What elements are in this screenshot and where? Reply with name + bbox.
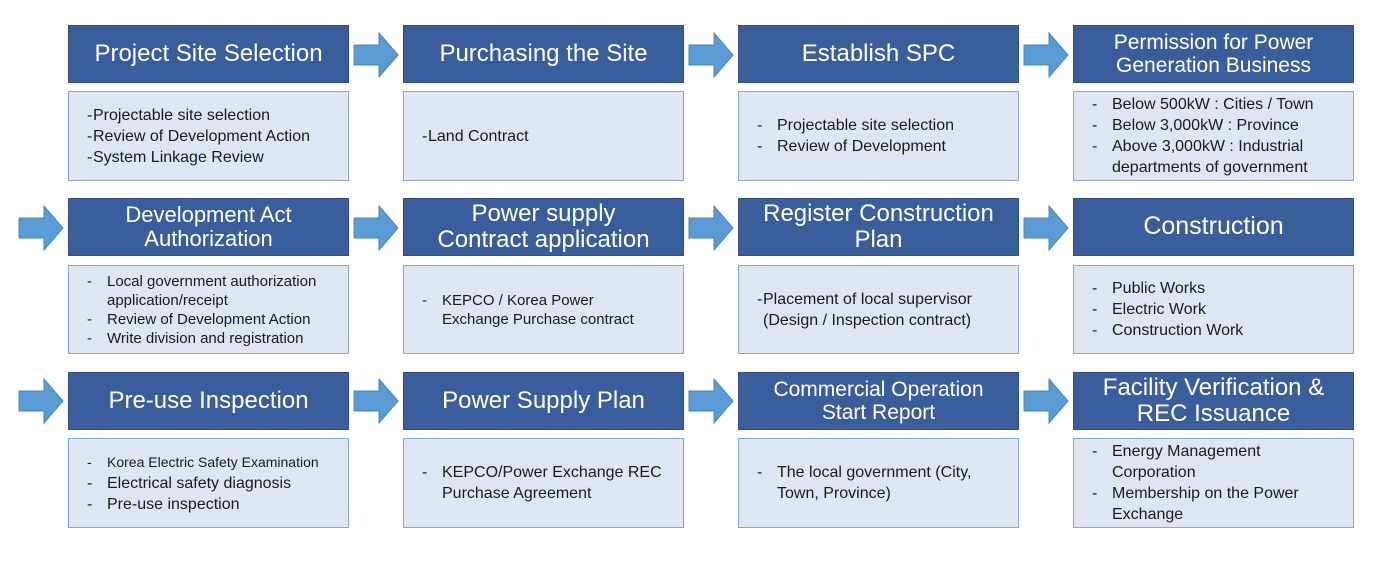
flow-arrow-icon: [1023, 204, 1069, 252]
step-5-details: -Local government authorization applicat…: [68, 265, 349, 354]
list-item: -Projectable site selection: [757, 117, 954, 134]
list-item: -Construction Work: [1092, 322, 1244, 339]
list-item: -Korea Electric Safety Examination: [87, 453, 319, 470]
list-item: -Electrical safety diagnosis: [87, 474, 292, 492]
step-1-title: Project Site Selection: [68, 25, 349, 83]
step-11-title: Commercial Operation Start Report: [738, 372, 1019, 430]
flow-arrow-icon: [353, 31, 399, 79]
step-7-title: Register Construction Plan: [738, 198, 1019, 256]
list-item: -Public Works: [1092, 280, 1206, 297]
step-2-title: Purchasing the Site: [403, 25, 684, 83]
step-8-title: Construction: [1073, 198, 1354, 256]
step-9-details: -Korea Electric Safety Examination -Elec…: [68, 438, 349, 528]
flow-arrow-icon: [353, 204, 399, 252]
step-5-title: Development Act Authorization: [68, 198, 349, 256]
list-item: -System Linkage Review: [87, 148, 264, 166]
list-item: -Local government authorization applicat…: [87, 272, 317, 309]
flow-arrow-icon: [1023, 31, 1069, 79]
list-item: -Review of Development: [757, 138, 946, 155]
step-1-details: -Projectable site selection -Review of D…: [68, 91, 349, 181]
step-8-details: -Public Works -Electric Work -Constructi…: [1073, 265, 1354, 354]
list-item: -KEPCO/Power Exchange REC Purchase Agree…: [422, 464, 662, 502]
list-item: -Review of Development Action: [87, 310, 311, 328]
list-item: -Electric Work: [1092, 301, 1206, 318]
list-item: -Energy Management Corporation: [1092, 443, 1261, 481]
list-item: -Review of Development Action: [87, 127, 310, 145]
flow-arrow-icon: [1023, 377, 1069, 425]
flow-arrow-icon: [353, 377, 399, 425]
step-4-title: Permission for Power Generation Business: [1073, 25, 1354, 83]
step-6-title: Power supply Contract application: [403, 198, 684, 256]
step-11-details: -The local government (City, Town, Provi…: [738, 438, 1019, 528]
list-item: -The local government (City, Town, Provi…: [757, 464, 972, 502]
step-7-details: -Placement of local supervisor (Design /…: [738, 265, 1019, 354]
list-item: -Placement of local supervisor (Design /…: [757, 290, 972, 329]
step-4-details: -Below 500kW : Cities / Town -Below 3,00…: [1073, 91, 1354, 181]
list-item: -Membership on the Power Exchange: [1092, 485, 1299, 523]
list-item: -Write division and registration: [87, 329, 304, 347]
flow-arrow-icon: [18, 204, 64, 252]
list-item: -KEPCO / Korea Power Exchange Purchase c…: [422, 291, 634, 328]
list-item: -Above 3,000kW : Industrial departments …: [1092, 138, 1308, 176]
flow-arrow-icon: [688, 204, 734, 252]
step-3-details: -Projectable site selection -Review of D…: [738, 91, 1019, 181]
list-item: -Projectable site selection: [87, 106, 270, 124]
list-item: -Below 3,000kW : Province: [1092, 117, 1299, 134]
step-10-title: Power Supply Plan: [403, 372, 684, 430]
flow-arrow-icon: [688, 31, 734, 79]
step-6-details: -KEPCO / Korea Power Exchange Purchase c…: [403, 265, 684, 354]
step-10-details: -KEPCO/Power Exchange REC Purchase Agree…: [403, 438, 684, 528]
flow-arrow-icon: [688, 377, 734, 425]
step-12-details: -Energy Management Corporation -Membersh…: [1073, 438, 1354, 528]
list-item: -Below 500kW : Cities / Town: [1092, 96, 1314, 113]
list-item: -Pre-use inspection: [87, 495, 240, 513]
flow-arrow-icon: [18, 377, 64, 425]
step-2-details: -Land Contract: [403, 91, 684, 181]
list-item: -Land Contract: [422, 127, 529, 145]
step-3-title: Establish SPC: [738, 25, 1019, 83]
step-9-title: Pre-use Inspection: [68, 372, 349, 430]
step-12-title: Facility Verification & REC Issuance: [1073, 372, 1354, 430]
